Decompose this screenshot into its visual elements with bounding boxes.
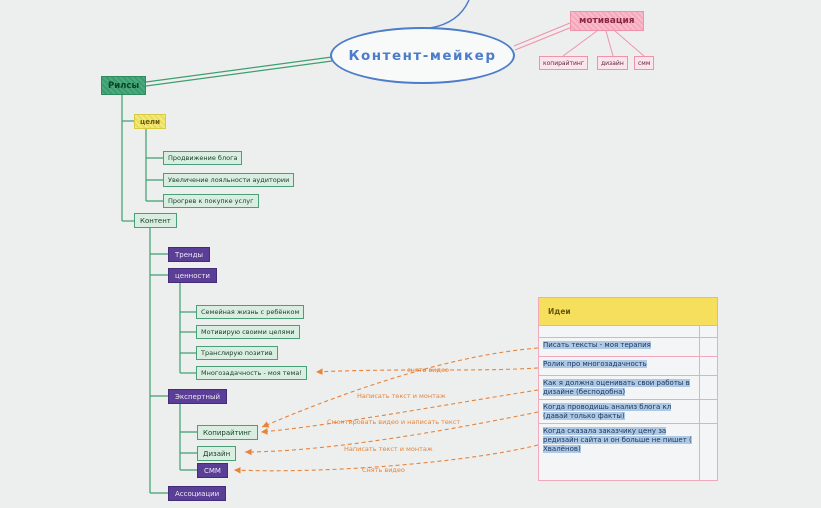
table-cell[interactable] [700,424,717,480]
expert-item-design[interactable]: Дизайн [197,446,237,461]
values-node[interactable]: ценности [168,268,217,283]
central-topic-node[interactable]: Контент-мейкер [330,27,515,84]
value-item-positive[interactable]: Транслирую позитив [196,346,278,360]
arrow-label-shoot-video-1[interactable]: снять видео [407,366,449,374]
arrow-label-write-edit-1[interactable]: Написать текст и монтаж [357,392,446,400]
idea-text: Ролик про многозадачность [543,360,647,368]
expert-node[interactable]: Экспертный [168,389,228,404]
idea-text: Писать тексты - моя терапия [543,341,651,349]
value-item-motivate[interactable]: Мотивирую своими целями [196,325,300,339]
table-cell[interactable] [700,400,717,423]
associations-node[interactable]: Ассоциации [168,486,227,501]
table-row[interactable]: Как я должна оценивать свои работы в диз… [539,376,717,400]
goal-item-loyalty[interactable]: Увеличение лояльности аудитории [163,173,295,187]
arrow-label-shoot-video-2[interactable]: Снять видео [362,466,405,474]
idea-text: Когда сказала заказчику цену за редизайн… [543,427,692,453]
table-row[interactable]: Когда проводишь анализ блога кл (давай т… [539,400,717,424]
ideas-table-header: Идеи [539,298,717,326]
table-cell[interactable] [700,338,717,356]
table-row[interactable]: Когда сказала заказчику цену за редизайн… [539,424,717,480]
table-cell[interactable] [700,357,717,375]
motivation-child-smm[interactable]: смм [634,56,655,70]
trends-node[interactable]: Тренды [168,247,210,262]
motivation-child-design[interactable]: дизайн [597,56,628,70]
goals-node[interactable]: цели [134,114,166,129]
table-cell[interactable]: Писать тексты - моя терапия [539,338,700,356]
motivation-node[interactable]: мотивация [570,11,644,31]
value-item-multitasking[interactable]: Многозадачность - моя тема! [196,366,308,380]
table-cell[interactable] [539,326,700,337]
expert-item-copywriting[interactable]: Копирайтинг [197,425,258,440]
table-row[interactable]: Ролик про многозадачность [539,357,717,376]
table-row[interactable] [539,326,717,338]
ideas-table: Идеи Писать тексты - моя терапия Ролик п… [538,297,718,481]
arrow-label-write-edit-2[interactable]: Написать текст и монтаж [344,445,433,453]
reels-node[interactable]: Рилсы [101,76,147,95]
motivation-child-copywriting[interactable]: копирайтинг [539,56,588,70]
value-item-family[interactable]: Семейная жизнь с ребёнком [196,305,305,319]
table-cell[interactable]: Когда проводишь анализ блога кл (давай т… [539,400,700,423]
table-cell[interactable] [700,326,717,337]
table-row[interactable]: Писать тексты - моя терапия [539,338,717,357]
table-cell[interactable]: Ролик про многозадачность [539,357,700,375]
table-cell[interactable]: Когда сказала заказчику цену за редизайн… [539,424,700,480]
arrow-label-edit-write[interactable]: Смонтировать видео и написать текст [327,418,461,426]
goal-item-blog-promo[interactable]: Продвижение блога [163,151,243,165]
content-node[interactable]: Контент [134,213,177,228]
expert-item-smm[interactable]: СММ [197,463,228,478]
goal-item-warmup[interactable]: Прогрев к покупке услуг [163,194,259,208]
table-cell[interactable]: Как я должна оценивать свои работы в диз… [539,376,700,399]
idea-text: Когда проводишь анализ блога кл (давай т… [543,403,672,420]
idea-text: Как я должна оценивать свои работы в диз… [543,379,690,396]
table-cell[interactable] [700,376,717,399]
